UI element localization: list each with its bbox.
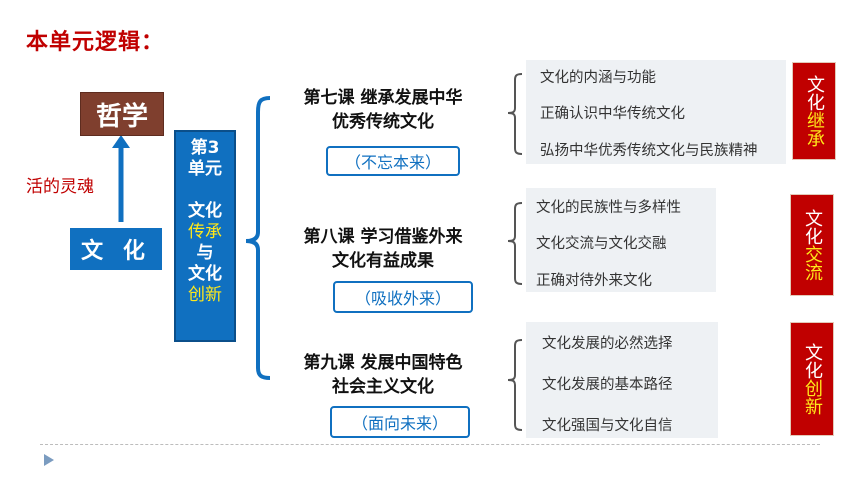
lesson-3-title-line2: 社会主义文化 <box>332 377 434 397</box>
lesson-3-topic-2: 文化发展的基本路径 <box>542 377 673 393</box>
lesson-2-title-line2: 文化有益成果 <box>332 251 434 271</box>
lesson-1-title-line2: 优秀传统文化 <box>332 112 434 132</box>
unit-line-7: 创新 <box>188 285 222 305</box>
lesson-1-brace <box>507 73 523 155</box>
culture-box: 文 化 <box>70 228 162 270</box>
lesson-2-topic-1: 文化的民族性与多样性 <box>536 200 681 216</box>
page-title: 本单元逻辑： <box>26 30 165 55</box>
lesson-2-tag: （吸收外来） <box>333 281 473 313</box>
unit-line-6: 文化 <box>188 264 222 284</box>
lesson-2-title-line1: 第八课 学习借鉴外来 <box>303 227 463 247</box>
lesson-3-badge-top: 文化 <box>802 343 823 379</box>
lesson-2-title: 第八课 学习借鉴外来 文化有益成果 <box>278 225 488 273</box>
philosophy-box: 哲学 <box>80 92 164 136</box>
unit-line-4: 传承 <box>188 222 222 242</box>
lesson-2-topic-3: 正确对待外来文化 <box>536 273 652 289</box>
unit-box: 第3 单元 文化 传承 与 文化 创新 <box>174 130 236 342</box>
lesson-3-topic-1: 文化发展的必然选择 <box>542 336 673 352</box>
unit-line-3: 文化 <box>188 201 222 221</box>
lesson-2-brace <box>507 202 523 285</box>
lesson-1-topic-2: 正确认识中华传统文化 <box>540 106 685 122</box>
lesson-2-badge-top: 文化 <box>802 209 823 245</box>
unit-line-1: 第3 <box>190 138 220 158</box>
unit-line-5: 与 <box>196 243 214 263</box>
lesson-3-topic-3: 文化强国与文化自信 <box>542 418 673 434</box>
lesson-3-topics: 文化发展的必然选择 文化发展的基本路径 文化强国与文化自信 <box>526 322 718 438</box>
play-icon[interactable] <box>44 454 54 466</box>
lesson-3-brace <box>507 339 523 431</box>
lesson-1-title: 第七课 继承发展中华 优秀传统文化 <box>278 86 488 134</box>
unit-line-2: 单元 <box>188 159 222 179</box>
lesson-1-badge-bottom: 继承 <box>804 111 825 147</box>
lesson-1-badge: 文化 继承 <box>792 62 836 160</box>
lesson-3-badge-bottom: 创新 <box>802 379 823 415</box>
lesson-1-tag: （不忘本来） <box>326 146 460 176</box>
lesson-1-topic-3: 弘扬中华优秀传统文化与民族精神 <box>540 143 758 159</box>
soul-label: 活的灵魂 <box>26 177 94 197</box>
lesson-2-topics: 文化的民族性与多样性 文化交流与文化交融 正确对待外来文化 <box>526 188 716 292</box>
lesson-2-badge-bottom: 交流 <box>802 245 823 281</box>
lesson-3-tag: （面向未来） <box>330 406 470 438</box>
lesson-3-title-line1: 第九课 发展中国特色 <box>303 353 463 373</box>
lesson-2-badge: 文化 交流 <box>790 194 834 296</box>
lesson-3-badge: 文化 创新 <box>790 322 834 436</box>
lesson-2-topic-2: 文化交流与文化交融 <box>536 236 667 252</box>
arrow-head <box>112 135 130 148</box>
main-brace <box>245 96 271 380</box>
lesson-1-badge-top: 文化 <box>804 75 825 111</box>
lesson-1-topic-1: 文化的内涵与功能 <box>540 70 656 86</box>
lesson-3-title: 第九课 发展中国特色 社会主义文化 <box>278 351 488 399</box>
lesson-1-topics: 文化的内涵与功能 正确认识中华传统文化 弘扬中华优秀传统文化与民族精神 <box>526 60 786 164</box>
lesson-1-title-line1: 第七课 继承发展中华 <box>303 88 463 108</box>
footer-divider <box>40 444 820 445</box>
